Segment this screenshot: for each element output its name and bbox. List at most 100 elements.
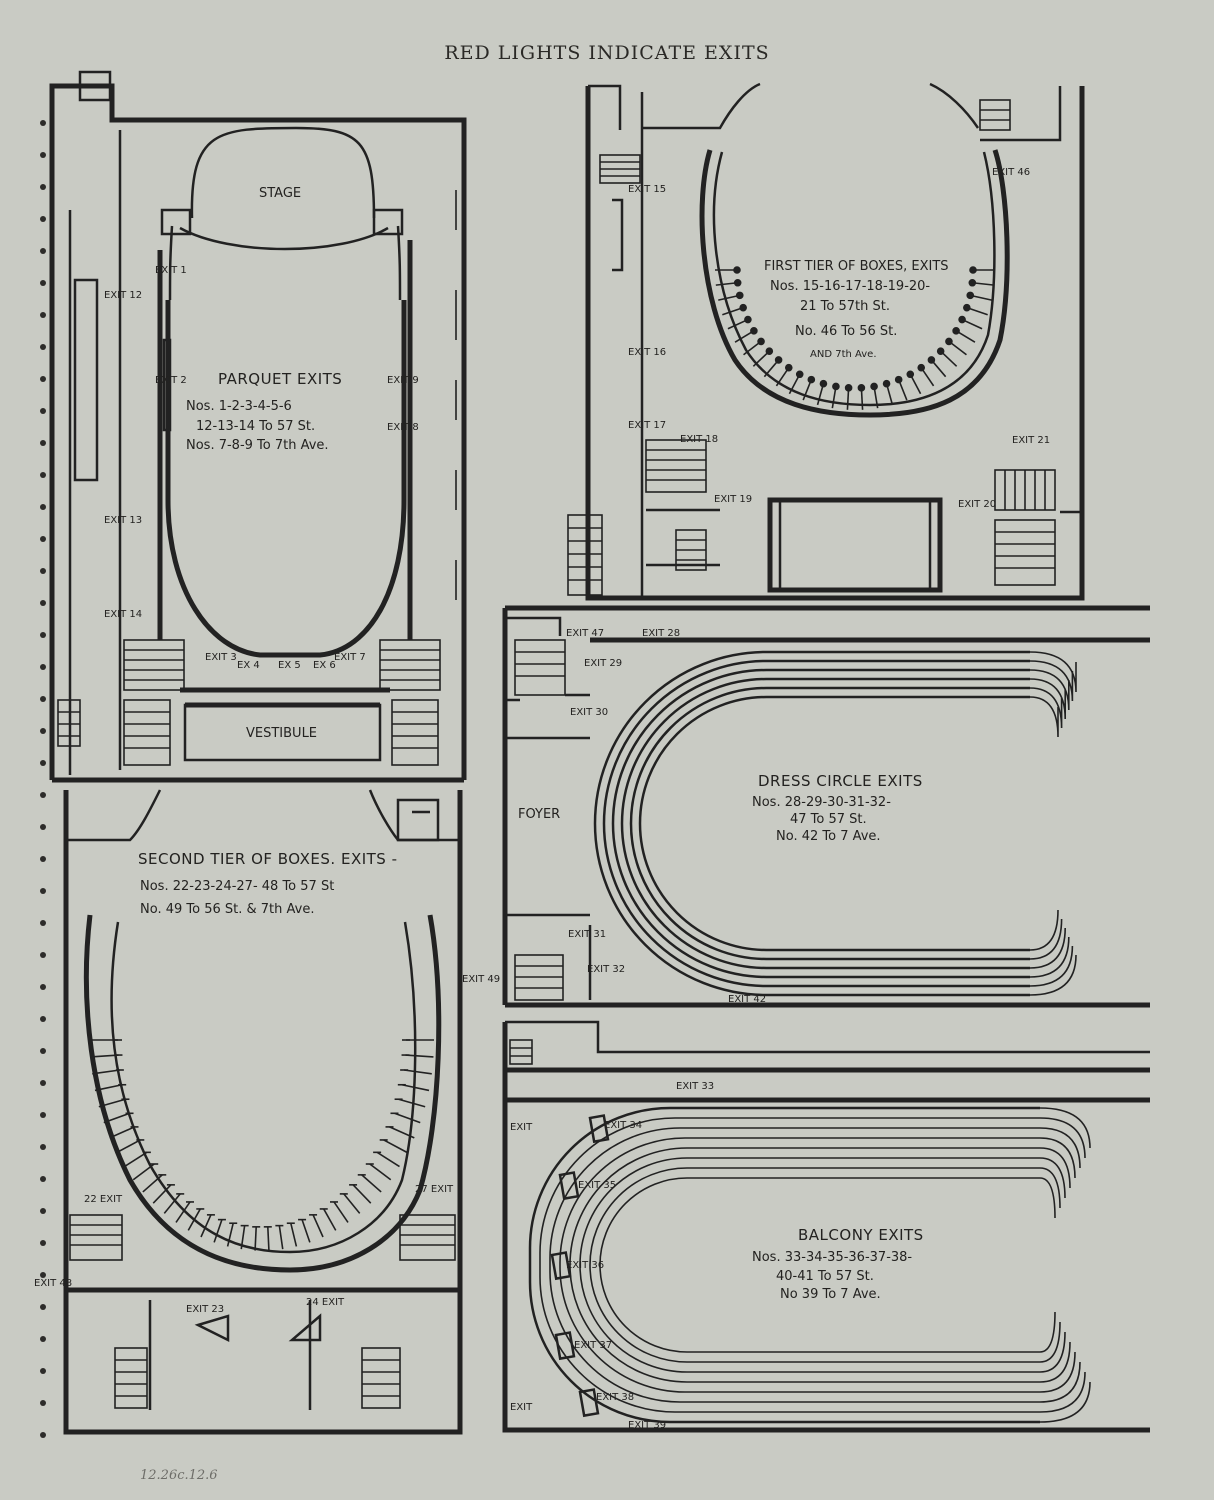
balcony-row-end (1039, 1157, 1066, 1199)
exit-label: EXIT 42 (728, 994, 766, 1005)
dress-circle-line-2: 47 To 57 St. (790, 812, 867, 827)
balcony-row-end (1039, 1147, 1071, 1189)
binding-hole (40, 440, 46, 446)
binding-hole (40, 1368, 46, 1374)
binding-hole (40, 1208, 46, 1214)
exit-label: EXIT 38 (596, 1392, 634, 1403)
second-tier-labels: SECOND TIER OF BOXES. EXITS - Nos. 22-23… (34, 850, 500, 1315)
box-partition (312, 1214, 324, 1238)
exit-label: EXIT 16 (628, 347, 666, 358)
binding-hole (40, 696, 46, 702)
dress-circle-plan (502, 605, 1150, 1008)
balcony-seat-row (559, 1137, 1040, 1393)
first-tier-line-4: AND 7th Ave. (810, 349, 877, 360)
balcony-exit-box (558, 1171, 580, 1201)
box-partition (90, 1054, 119, 1058)
binding-hole (40, 1176, 46, 1182)
balcony-line-3: No 39 To 7 Ave. (780, 1287, 881, 1302)
box-seat (936, 347, 945, 355)
box-seat (784, 363, 793, 372)
dress-circle-row-end (766, 678, 1066, 720)
box-partition (404, 1069, 432, 1075)
balcony-seat-row (599, 1177, 1040, 1353)
box-seat (966, 291, 975, 300)
box-partition (323, 1208, 337, 1231)
balcony-line-1: Nos. 33-34-35-36-37-38- (752, 1250, 912, 1265)
box-partition (98, 1098, 126, 1108)
exit-label: EXIT 48 (34, 1278, 72, 1289)
exit-label: EXIT 1 (155, 265, 187, 276)
balcony-row-end (1039, 1321, 1061, 1363)
box-partition (401, 1083, 430, 1092)
dress-circle-row-end (1029, 918, 1063, 960)
exit-label: EXIT 39 (628, 1420, 666, 1431)
exit-label: EX 5 (278, 660, 301, 671)
exit-label: EXIT 7 (334, 652, 366, 663)
first-tier-labels: FIRST TIER OF BOXES, EXITS Nos. 15-16-17… (628, 167, 1050, 510)
box-partition (333, 1201, 349, 1223)
balcony-plan (502, 1020, 1150, 1433)
box-partition (278, 1225, 284, 1250)
exit-label: EXIT 32 (587, 964, 625, 975)
box-seat (917, 363, 926, 372)
exit-label: EXIT 8 (387, 422, 419, 433)
first-tier-line-2: 21 To 57th St. (800, 299, 890, 314)
balcony-labels: BALCONY EXITS Nos. 33-34-35-36-37-38- 40… (510, 1081, 923, 1431)
box-partition (376, 1151, 400, 1168)
second-tier-title: SECOND TIER OF BOXES. EXITS - (138, 850, 398, 868)
first-tier-line-3: No. 46 To 56 St. (795, 324, 897, 339)
box-partition (94, 1083, 123, 1092)
binding-hole (40, 152, 46, 158)
exit-label: EXIT 18 (680, 434, 718, 445)
binding-hole (40, 1400, 46, 1406)
dress-circle-row-end (1029, 936, 1070, 978)
dress-circle-row-end (1029, 909, 1059, 951)
stage-label: STAGE (259, 186, 301, 201)
exit-label: EXIT 9 (387, 375, 419, 386)
binding-hole (40, 1272, 46, 1278)
box-seat (894, 375, 903, 384)
balcony-row-end (1039, 1341, 1071, 1383)
page-heading: RED LIGHTS INDICATE EXITS (444, 42, 770, 64)
box-partition (254, 1226, 258, 1251)
parquet-line-1: Nos. 1-2-3-4-5-6 (186, 399, 292, 414)
binding-hole (40, 1304, 46, 1310)
box-seat (969, 266, 977, 274)
exit-label: EXIT 28 (642, 628, 680, 639)
exit-label: EXIT 20 (958, 499, 996, 510)
first-tier-line-1: Nos. 15-16-17-18-19-20- (770, 279, 930, 294)
exit-label: EXIT 34 (604, 1120, 642, 1131)
binding-hole (40, 760, 46, 766)
exit-label: EXIT 30 (570, 707, 608, 718)
box-seat (819, 379, 828, 388)
balcony-row-end (1039, 1311, 1056, 1353)
binding-hole (40, 216, 46, 222)
exit-label: EXIT 29 (584, 658, 622, 669)
balcony-exit-box (550, 1251, 572, 1281)
binding-hole (40, 1144, 46, 1150)
dress-circle-seat-row (638, 695, 1030, 952)
balcony-exit-box (578, 1388, 600, 1418)
binding-hole (40, 632, 46, 638)
first-tier-plan (567, 82, 1085, 601)
binding-hole (40, 600, 46, 606)
balcony-seat-row (549, 1127, 1040, 1403)
box-partition (187, 1208, 201, 1231)
dress-circle-line-1: Nos. 28-29-30-31-32- (752, 795, 891, 810)
dress-circle-title: DRESS CIRCLE EXITS (758, 772, 923, 790)
box-seat (906, 370, 915, 379)
box-seat (832, 382, 840, 391)
binding-hole (40, 920, 46, 926)
binding-hole (40, 120, 46, 126)
binding-hole (40, 728, 46, 734)
dress-circle-row-end (766, 687, 1063, 729)
box-seat (765, 347, 774, 355)
box-seat (757, 337, 765, 346)
exit-label: EXIT 19 (714, 494, 752, 505)
box-partition (290, 1223, 298, 1247)
first-tier-title: FIRST TIER OF BOXES, EXITS (764, 259, 949, 274)
exit-label: EX 4 (237, 660, 260, 671)
dress-circle-row-end (766, 660, 1074, 702)
exit-label: 22 EXIT (84, 1194, 123, 1205)
